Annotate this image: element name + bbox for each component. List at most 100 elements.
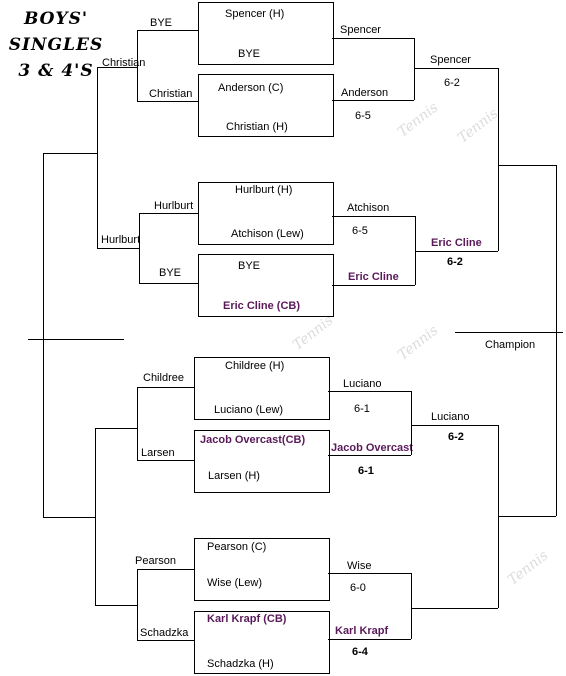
bracket-line — [137, 569, 138, 640]
match-score: 6-5 — [355, 110, 371, 122]
match-box-8 — [194, 611, 330, 674]
winner-name: Luciano — [431, 411, 470, 423]
player-name: Pearson (C) — [207, 541, 267, 553]
match-box-7 — [194, 538, 330, 601]
player-name: BYE — [238, 48, 261, 60]
bracket-line — [411, 391, 412, 455]
bracket-line — [411, 425, 498, 426]
player-name: Wise (Lew) — [207, 577, 263, 589]
champion-label: Champion — [485, 339, 536, 351]
player-name: Luciano (Lew) — [214, 404, 284, 416]
entry-name: Hurlburt — [154, 200, 194, 212]
match-box-6 — [194, 430, 330, 493]
entry-name: Hurlburt — [101, 234, 141, 246]
entry-name: Childree — [143, 372, 184, 384]
player-name: Spencer (H) — [225, 8, 285, 20]
bracket-line — [414, 68, 498, 69]
entry-name: Christian — [149, 88, 193, 100]
bracket-line — [137, 30, 138, 101]
winner-name: Eric Cline — [348, 271, 399, 283]
entry-name: Pearson — [135, 555, 176, 567]
bracket-line — [95, 428, 137, 429]
winner-name: Spencer — [430, 54, 471, 66]
bracket-line — [332, 38, 414, 39]
bracket-line — [95, 605, 137, 606]
bracket-line — [43, 517, 95, 518]
bracket-line — [498, 516, 556, 517]
player-name: Karl Krapf (CB) — [207, 613, 287, 625]
watermark: Tennis — [289, 312, 337, 354]
bracket-line — [498, 165, 556, 166]
title-line-1: BOYS' — [23, 9, 89, 29]
winner-name: Anderson — [341, 87, 389, 99]
bracket-line — [28, 339, 124, 340]
title-line-2: SINGLES — [8, 35, 104, 55]
bracket-line — [95, 428, 96, 605]
watermark: Tennis — [504, 547, 552, 589]
winner-name: Karl Krapf — [335, 625, 389, 637]
bracket-line — [43, 153, 44, 517]
page-title: BOYS' SINGLES 3 & 4'S — [6, 6, 106, 84]
winner-name: Jacob Overcast — [331, 442, 413, 454]
bracket-line — [332, 100, 414, 101]
player-name: Schadzka (H) — [207, 658, 274, 670]
bracket-line — [415, 216, 416, 285]
player-name: Hurlburt (H) — [235, 184, 293, 196]
champion-line — [455, 332, 563, 333]
bracket-line — [97, 248, 139, 249]
watermark: Tennis — [454, 105, 502, 147]
player-name: BYE — [238, 260, 261, 272]
bracket-line — [43, 153, 97, 154]
bracket-line — [328, 455, 411, 456]
bracket-line — [97, 67, 98, 248]
player-name: Jacob Overcast(CB) — [200, 434, 306, 446]
bracket-line — [139, 283, 198, 284]
match-score: 6-4 — [352, 646, 368, 658]
bracket-line — [332, 216, 415, 217]
match-score: 6-5 — [352, 225, 368, 237]
title-line-3: 3 & 4'S — [18, 61, 94, 81]
bracket-line — [498, 68, 499, 251]
match-score: 6-1 — [358, 465, 374, 477]
match-score: 6-2 — [448, 431, 464, 443]
player-name: Eric Cline (CB) — [223, 300, 301, 312]
match-box-5 — [194, 357, 330, 420]
bracket-line — [328, 391, 411, 392]
match-score: 6-2 — [447, 256, 463, 268]
entry-name: BYE — [159, 267, 182, 279]
match-box-3 — [198, 182, 334, 245]
bracket-line — [137, 640, 194, 641]
bracket-line — [137, 569, 194, 570]
bracket-line — [137, 387, 194, 388]
bracket-line — [139, 213, 198, 214]
bracket-line — [414, 38, 415, 100]
bracket-line — [137, 30, 198, 31]
player-name: Anderson (C) — [218, 82, 284, 94]
winner-name: Eric Cline — [431, 237, 482, 249]
entry-name: Larsen — [141, 447, 175, 459]
match-score: 6-1 — [354, 403, 370, 415]
winner-name: Spencer — [340, 24, 381, 36]
player-name: Childree (H) — [225, 360, 285, 372]
player-name: Atchison (Lew) — [231, 228, 304, 240]
bracket-line — [137, 460, 194, 461]
bracket-line — [137, 387, 138, 460]
watermark: Tennis — [394, 99, 442, 141]
entry-name: Schadzka — [140, 627, 189, 639]
bracket-line — [328, 639, 411, 640]
player-name: Christian (H) — [226, 121, 288, 133]
match-score: 6-2 — [444, 77, 460, 89]
match-box-2 — [198, 74, 334, 137]
bracket-line — [556, 165, 557, 516]
entry-name: BYE — [150, 17, 173, 29]
bracket-line — [139, 213, 140, 283]
bracket-line — [411, 608, 498, 609]
bracket-line — [415, 251, 498, 252]
winner-name: Atchison — [347, 202, 390, 214]
entry-name: Christian — [102, 57, 146, 69]
winner-name: Wise — [347, 560, 372, 572]
bracket-line — [97, 67, 137, 68]
watermark: Tennis — [394, 322, 442, 364]
bracket-line — [411, 573, 412, 639]
match-score: 6-0 — [350, 582, 366, 594]
